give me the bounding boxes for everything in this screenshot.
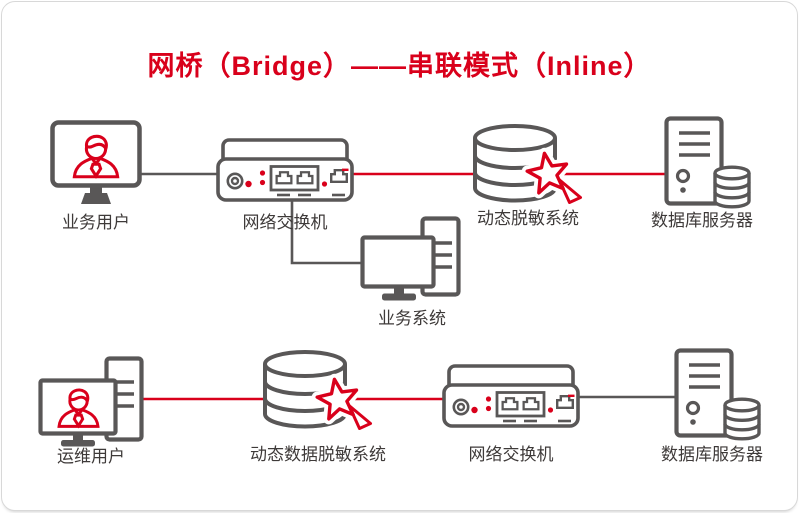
node-label: 网络交换机	[242, 213, 328, 232]
node-label: 业务用户	[62, 213, 130, 232]
network-switch-icon	[216, 138, 354, 202]
workstation-icon	[360, 216, 461, 301]
node-db-server-bottom: 数据库服务器	[661, 348, 763, 464]
connector-switch-to-business-system	[290, 201, 366, 265]
node-masking-system-top: 动态脱敏系统	[470, 124, 586, 228]
node-label: 动态脱敏系统	[477, 209, 579, 228]
network-switch-icon	[442, 364, 580, 428]
node-business-user: 业务用户	[50, 120, 142, 232]
server-database-icon	[674, 348, 761, 441]
database-burst-icon	[263, 350, 375, 433]
node-business-system: 业务系统	[360, 216, 464, 328]
node-switch-top: 网络交换机	[216, 138, 354, 232]
node-label: 动态数据脱敏系统	[250, 445, 386, 464]
database-burst-icon	[473, 124, 585, 207]
monitor-user-icon	[50, 120, 142, 204]
burst-star-icon	[521, 147, 585, 207]
node-masking-system-bottom: 动态数据脱敏系统	[250, 350, 386, 464]
burst-star-icon	[311, 373, 375, 433]
node-db-server-top: 数据库服务器	[651, 116, 753, 230]
server-database-icon	[664, 116, 751, 209]
node-label: 数据库服务器	[661, 445, 763, 464]
node-ops-user: 运维用户	[38, 356, 144, 466]
node-label: 运维用户	[57, 447, 125, 466]
node-switch-bottom: 网络交换机	[442, 364, 580, 464]
node-label: 业务系统	[378, 309, 446, 328]
node-label: 数据库服务器	[651, 211, 753, 230]
diagram-title: 网桥（Bridge）——串联模式（Inline）	[147, 51, 652, 81]
monitor-user-tower-icon	[38, 356, 144, 447]
node-label: 网络交换机	[468, 445, 554, 464]
